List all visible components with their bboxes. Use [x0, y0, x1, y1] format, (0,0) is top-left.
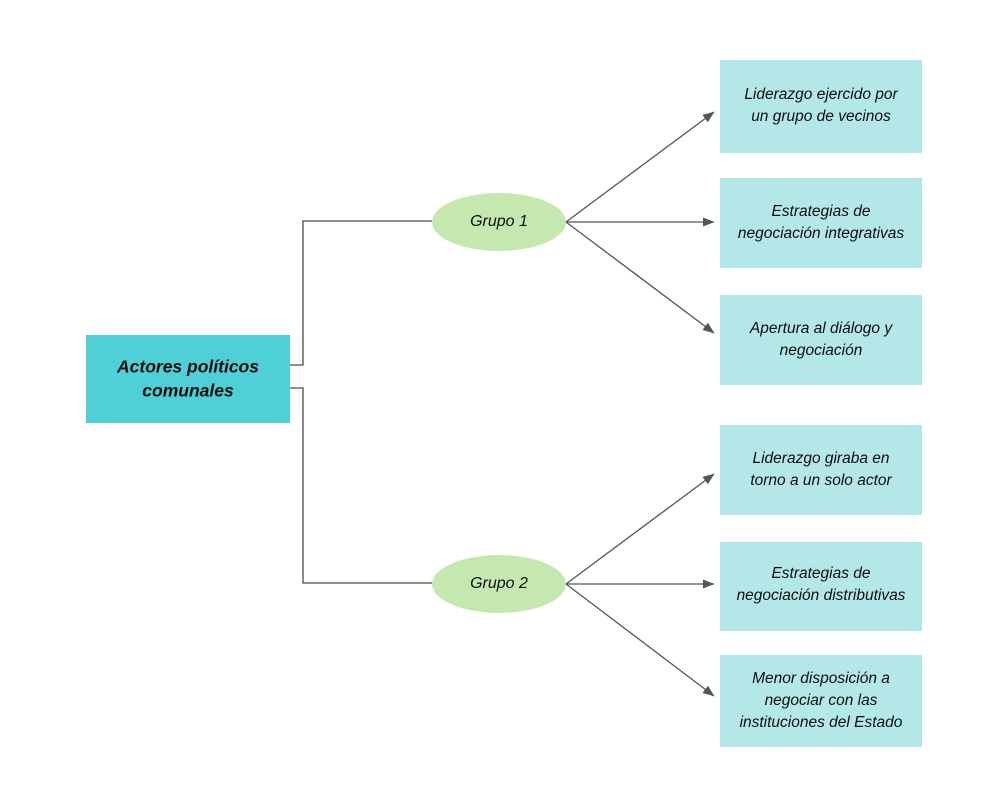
leaf-node-integrativas-line2: negociación integrativas	[738, 225, 905, 242]
leaf-node-liderazgo-solo-actor-line2: torno a un solo actor	[750, 472, 892, 489]
leaf-node-distributivas[interactable]: Estrategias de negociación distributivas	[720, 542, 922, 631]
arrow-grupo-1-to-leaf-3	[565, 221, 715, 334]
group-node-grupo-2[interactable]: Grupo 2	[432, 555, 566, 613]
leaf-node-liderazgo-solo-actor-line1: Liderazgo giraba en	[752, 450, 889, 467]
group-node-grupo-2-label: Grupo 2	[470, 575, 528, 592]
root-node-label-line1: Actores políticos	[116, 357, 259, 377]
leaf-node-menor-disposicion-line2: negociar con las	[765, 692, 878, 709]
leaf-node-distributivas-line1: Estrategias de	[771, 565, 870, 582]
root-node-shape	[86, 335, 290, 423]
leaf-node-apertura-dialogo-shape	[720, 295, 922, 385]
leaf-node-integrativas-line1: Estrategias de	[771, 203, 870, 220]
leaf-node-integrativas[interactable]: Estrategias de negociación integrativas	[720, 178, 922, 268]
leaf-node-menor-disposicion-line3: instituciones del Estado	[740, 714, 903, 731]
leaf-node-liderazgo-solo-actor[interactable]: Liderazgo giraba en torno a un solo acto…	[720, 425, 922, 515]
leaf-node-integrativas-shape	[720, 178, 922, 268]
leaf-node-liderazgo-vecinos-line2: un grupo de vecinos	[751, 108, 891, 125]
leaf-node-menor-disposicion-shape	[720, 655, 922, 747]
connector-root-to-grupo-2	[290, 387, 432, 584]
leaf-node-apertura-dialogo-line1: Apertura al diálogo y	[749, 320, 893, 337]
connector-root-to-grupo-1	[290, 220, 432, 366]
arrow-grupo-2-to-leaf-3	[565, 583, 715, 697]
group-node-grupo-1[interactable]: Grupo 1	[432, 193, 566, 251]
arrow-grupo-1-to-leaf-1	[565, 111, 715, 223]
leaf-node-apertura-dialogo[interactable]: Apertura al diálogo y negociación	[720, 295, 922, 385]
leaf-node-liderazgo-vecinos-line1: Liderazgo ejercido por	[744, 86, 898, 103]
leaf-node-liderazgo-solo-actor-shape	[720, 425, 922, 515]
arrow-grupo-2-to-leaf-1	[565, 473, 715, 585]
leaf-node-liderazgo-vecinos[interactable]: Liderazgo ejercido por un grupo de vecin…	[720, 60, 922, 153]
leaf-node-menor-disposicion[interactable]: Menor disposición a negociar con las ins…	[720, 655, 922, 747]
leaf-node-distributivas-line2: negociación distributivas	[737, 587, 906, 604]
leaf-node-menor-disposicion-line1: Menor disposición a	[752, 670, 890, 687]
group-node-grupo-1-label: Grupo 1	[470, 213, 528, 230]
group-node-grupo-2-shape	[432, 555, 566, 613]
group-node-grupo-1-shape	[432, 193, 566, 251]
root-node-actores-politicos-comunales[interactable]: Actores políticos comunales	[86, 335, 290, 423]
root-node-label-line2: comunales	[142, 381, 234, 401]
leaf-node-distributivas-shape	[720, 542, 922, 631]
leaf-node-apertura-dialogo-line2: negociación	[780, 342, 863, 359]
leaf-node-liderazgo-vecinos-shape	[720, 60, 922, 153]
